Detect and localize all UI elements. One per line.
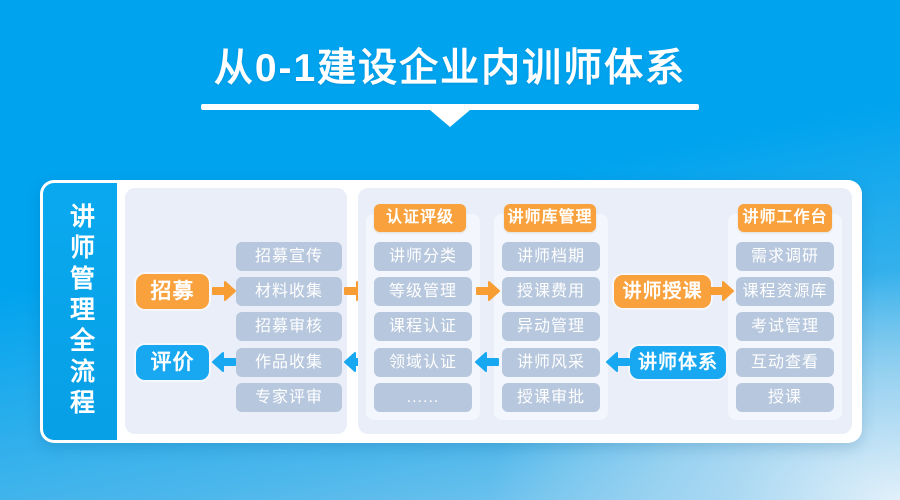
arrow-right-icon xyxy=(476,281,500,301)
page-title: 从0-1建设企业内训师体系 xyxy=(213,47,687,90)
process-item: 考试管理 xyxy=(736,312,834,341)
process-item: 作品收集 xyxy=(236,348,342,377)
arrow-left-icon xyxy=(475,352,499,372)
process-item: 课程认证 xyxy=(374,312,472,341)
title-block: 从0-1建设企业内训师体系 xyxy=(0,46,900,127)
stage-system: 讲师体系 xyxy=(630,346,726,379)
process-item: 招募审核 xyxy=(236,312,342,341)
arrow-left-icon xyxy=(606,352,630,372)
column-header-library: 讲师库管理 xyxy=(504,204,596,232)
sidebar-label-text: 讲师管理全流程 xyxy=(66,203,95,420)
stage-evaluate: 评价 xyxy=(136,345,209,380)
arrow-left-icon xyxy=(212,352,236,372)
process-item: 互动查看 xyxy=(736,348,834,377)
process-item: 授课审批 xyxy=(502,383,600,412)
process-item: 授课 xyxy=(736,383,834,412)
column-header-certification: 认证评级 xyxy=(374,204,466,232)
process-item-ellipsis: ...... xyxy=(374,383,472,412)
column-header-workbench: 讲师工作台 xyxy=(738,204,832,232)
process-item: 课程资源库 xyxy=(736,277,834,306)
card-recruit-evaluate: 招募 评价 招募宣传 材料收集 招募审核 作品收集 专家评审 xyxy=(125,188,347,434)
stage-teaching: 讲师授课 xyxy=(614,275,711,308)
process-item: 专家评审 xyxy=(236,383,342,412)
process-item: 领域认证 xyxy=(374,348,472,377)
stage-recruit: 招募 xyxy=(136,274,209,309)
main-frame: 讲师管理全流程 招募 评价 招募宣传 材料收集 招募审核 作品收集 专家评审 xyxy=(40,180,862,443)
sidebar-process-label: 讲师管理全流程 xyxy=(43,183,117,440)
card-management-system: 认证评级 讲师库管理 讲师工作台 讲师分类 等级管理 课程认证 领域认证 ...… xyxy=(358,188,852,434)
title-underline xyxy=(201,103,699,110)
process-item: 讲师分类 xyxy=(374,242,472,271)
process-item: 异动管理 xyxy=(502,312,600,341)
arrow-right-icon xyxy=(212,281,236,301)
title-pointer-down-icon xyxy=(430,109,470,127)
process-item: 讲师风采 xyxy=(502,348,600,377)
process-item: 授课费用 xyxy=(502,277,600,306)
process-item: 等级管理 xyxy=(374,277,472,306)
arrow-right-icon xyxy=(710,281,734,301)
process-item: 需求调研 xyxy=(736,242,834,271)
process-item: 招募宣传 xyxy=(236,242,342,271)
process-item: 讲师档期 xyxy=(502,242,600,271)
process-item: 材料收集 xyxy=(236,277,342,306)
